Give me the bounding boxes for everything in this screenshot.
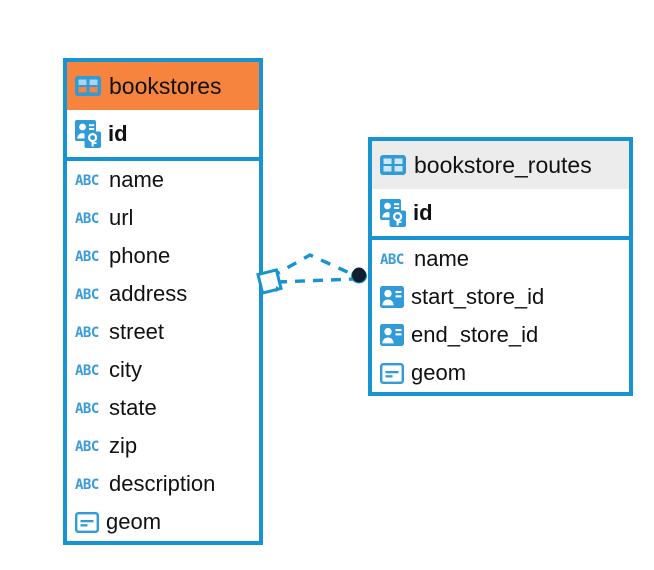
field-row-geom[interactable]: geom <box>67 503 259 541</box>
field-label: street <box>109 319 165 344</box>
entity-title-bookstore-routes: bookstore_routes <box>414 151 592 178</box>
svg-text:ABC: ABC <box>75 401 99 416</box>
primary-key-icon <box>75 119 101 148</box>
field-label: name <box>414 246 470 271</box>
field-label: zip <box>109 433 138 458</box>
field-label: url <box>109 205 134 230</box>
svg-text:ABC: ABC <box>380 252 404 267</box>
field-row-geom[interactable]: geom <box>372 354 629 392</box>
field-label: state <box>109 395 157 420</box>
primary-key-section-bookstores: id <box>67 110 259 161</box>
primary-key-section-bookstore-routes: id <box>372 189 629 240</box>
entity-bookstore-routes[interactable]: bookstore_routes <box>368 137 633 396</box>
abc-text-icon: ABC <box>75 286 102 303</box>
entity-header-bookstore-routes[interactable]: bookstore_routes <box>372 141 629 189</box>
entity-bookstores[interactable]: bookstores id <box>63 58 263 545</box>
field-row-state[interactable]: ABC state <box>67 389 259 427</box>
table-icon <box>75 76 101 96</box>
field-label: name <box>109 167 165 192</box>
primary-key-icon <box>380 198 406 227</box>
field-row-city[interactable]: ABC city <box>67 351 259 389</box>
field-row-zip[interactable]: ABC zip <box>67 427 259 465</box>
abc-text-icon: ABC <box>75 400 102 417</box>
abc-text-icon: ABC <box>75 210 102 227</box>
field-label: address <box>109 281 188 306</box>
svg-text:ABC: ABC <box>75 325 99 340</box>
field-row-name[interactable]: ABC name <box>372 240 629 278</box>
field-label: description <box>109 471 216 496</box>
geometry-blob-icon <box>380 362 405 384</box>
field-label: end_store_id <box>411 322 539 347</box>
geometry-blob-icon <box>75 511 100 533</box>
foreign-key-icon <box>380 324 404 346</box>
field-row-name[interactable]: ABC name <box>67 161 259 199</box>
svg-text:ABC: ABC <box>75 363 99 378</box>
abc-text-icon: ABC <box>75 438 102 455</box>
relationship-line-straight <box>276 277 356 284</box>
abc-text-icon: ABC <box>75 476 102 493</box>
abc-text-icon: ABC <box>75 172 102 189</box>
svg-text:ABC: ABC <box>75 439 99 454</box>
field-label: phone <box>109 243 171 268</box>
field-label: city <box>109 357 142 382</box>
svg-text:ABC: ABC <box>75 287 99 302</box>
field-label: start_store_id <box>411 284 545 309</box>
field-row-end-store-id[interactable]: end_store_id <box>372 316 629 354</box>
svg-text:ABC: ABC <box>75 477 99 492</box>
table-icon <box>380 155 406 175</box>
abc-text-icon: ABC <box>75 248 102 265</box>
svg-text:ABC: ABC <box>75 249 99 264</box>
field-label: geom <box>106 509 162 534</box>
relationship-source-diamond-icon[interactable] <box>256 268 283 295</box>
field-row-description[interactable]: ABC description <box>67 465 259 503</box>
field-row-id[interactable]: id <box>372 189 629 236</box>
relationship-connector[interactable] <box>255 245 375 310</box>
field-row-id[interactable]: id <box>67 110 259 157</box>
relationship-target-dot-icon[interactable] <box>351 267 367 284</box>
field-label-id: id <box>413 199 433 225</box>
field-row-street[interactable]: ABC street <box>67 313 259 351</box>
svg-text:ABC: ABC <box>75 211 99 226</box>
abc-text-icon: ABC <box>380 251 407 268</box>
field-row-address[interactable]: ABC address <box>67 275 259 313</box>
field-label: geom <box>411 360 467 385</box>
abc-text-icon: ABC <box>75 362 102 379</box>
field-row-start-store-id[interactable]: start_store_id <box>372 278 629 316</box>
field-label-id: id <box>108 120 128 146</box>
svg-text:ABC: ABC <box>75 173 99 188</box>
entity-header-bookstores[interactable]: bookstores <box>67 62 259 110</box>
field-row-url[interactable]: ABC url <box>67 199 259 237</box>
entity-title-bookstores: bookstores <box>109 72 222 99</box>
relationship-line-arc <box>270 253 355 279</box>
field-row-phone[interactable]: ABC phone <box>67 237 259 275</box>
abc-text-icon: ABC <box>75 324 102 341</box>
foreign-key-icon <box>380 286 404 308</box>
